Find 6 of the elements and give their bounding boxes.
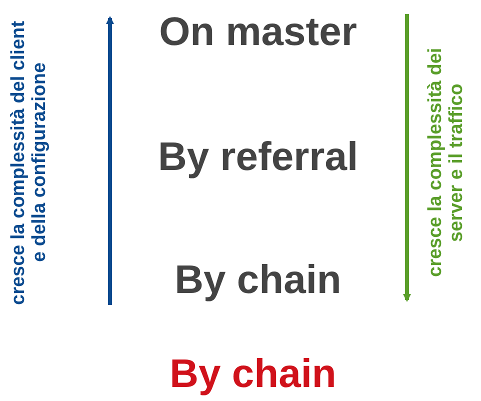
axis-note: cresce la complessità dei server e il traffico [425,46,468,280]
level-label: By referral [156,135,360,180]
caption: By chain [168,352,338,397]
level-label: On master [158,10,358,55]
axis-note: cresce la complessità del client e della configurazione [8,20,51,305]
level-label: By chain [174,258,342,303]
